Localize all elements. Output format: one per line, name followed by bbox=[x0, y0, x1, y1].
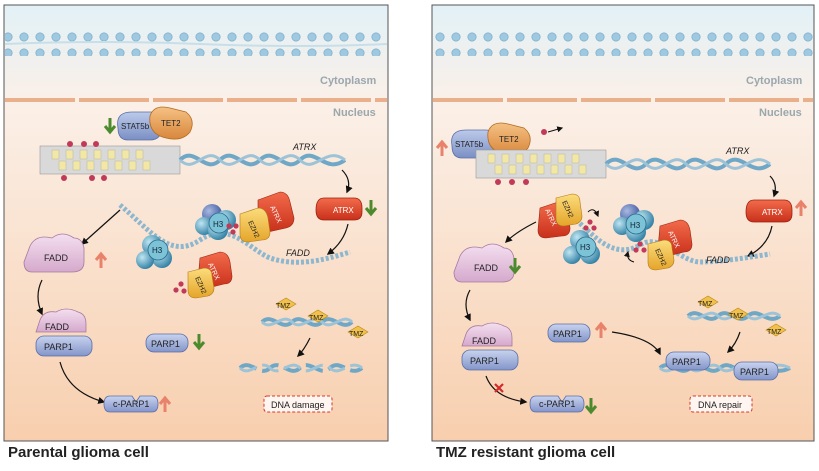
tmz-molecule-3 bbox=[765, 323, 787, 337]
cytoplasm-label: Cytoplasm bbox=[746, 75, 802, 87]
parp1-up-arrow-icon bbox=[594, 321, 608, 338]
outcome-box bbox=[263, 395, 333, 413]
h3-label-1: H3 bbox=[580, 243, 591, 252]
atrx-protein bbox=[315, 197, 363, 221]
atrx-protein-label: ATRX bbox=[762, 208, 783, 217]
fadd-gene-label: FADD bbox=[706, 255, 730, 265]
parp1-protein bbox=[145, 333, 189, 353]
nucleus-label: Nucleus bbox=[759, 107, 802, 119]
membrane-bottom-layer bbox=[433, 46, 813, 56]
stat5b-down-arrow-icon bbox=[103, 118, 117, 135]
blocked-x-icon bbox=[494, 383, 504, 393]
fadd-protein bbox=[23, 233, 85, 273]
fadd-parp1-fadd-label: FADD bbox=[45, 322, 70, 332]
c-parp1-down-arrow-icon bbox=[584, 398, 598, 415]
atrx-protein-label: ATRX bbox=[333, 206, 354, 215]
parp1-down-arrow-icon bbox=[192, 334, 206, 351]
fadd-down-arrow-icon bbox=[508, 258, 522, 275]
fadd-parp1-fadd bbox=[461, 322, 513, 347]
fadd-parp1-fadd bbox=[35, 308, 87, 333]
atrx-gene-label: ATRX bbox=[725, 146, 750, 156]
stat5b-label: STAT5b bbox=[455, 140, 484, 149]
ezh2-complex-2 bbox=[187, 267, 215, 299]
membrane-top-layer bbox=[5, 32, 387, 42]
h3-label-1: H3 bbox=[152, 246, 163, 255]
parp1-protein bbox=[547, 323, 591, 343]
atrx-up-arrow-icon bbox=[794, 199, 808, 216]
nucleus-label: Nucleus bbox=[333, 107, 376, 119]
cytoplasm-label: Cytoplasm bbox=[320, 75, 376, 87]
tmz-molecule-2 bbox=[727, 307, 749, 321]
tmz-molecule-3 bbox=[347, 325, 369, 339]
tmz-molecule-2 bbox=[307, 309, 329, 323]
outcome-label: DNA damage bbox=[271, 400, 325, 410]
parp1-label: PARP1 bbox=[553, 329, 582, 339]
membrane-bottom-layer bbox=[5, 46, 387, 56]
outcome-box bbox=[689, 395, 753, 413]
fadd-up-arrow-icon bbox=[94, 251, 108, 268]
ezh2-complex-2 bbox=[647, 239, 675, 271]
fadd-protein-label: FADD bbox=[44, 253, 69, 263]
fadd-gene-label: FADD bbox=[286, 248, 310, 258]
stat5b-label: STAT5b bbox=[121, 122, 150, 131]
nucleosome-2 bbox=[195, 204, 236, 240]
nucleosome-1 bbox=[136, 235, 172, 269]
repair-parp1-label-2: PARP1 bbox=[740, 367, 769, 377]
atrx-protein bbox=[745, 199, 793, 223]
tmz-label-3: TMZ bbox=[767, 329, 782, 336]
fadd-protein-label: FADD bbox=[474, 263, 499, 273]
fadd-parp1-parp1 bbox=[35, 335, 93, 357]
h3-label-2: H3 bbox=[213, 220, 224, 229]
chromatin-fiber bbox=[563, 208, 771, 265]
tet2-label: TET2 bbox=[161, 119, 181, 128]
fadd-parp1-fadd-label: FADD bbox=[472, 336, 497, 346]
nucleosome-1 bbox=[563, 230, 600, 264]
fadd-parp1-parp1-label: PARP1 bbox=[44, 342, 73, 352]
c-parp1-protein bbox=[529, 395, 585, 413]
tmz-label-3: TMZ bbox=[349, 331, 364, 338]
tet2-label: TET2 bbox=[499, 135, 519, 144]
fadd-protein bbox=[453, 243, 515, 283]
demethylated-dna-segment bbox=[475, 149, 607, 185]
repair-parp1-label-1: PARP1 bbox=[672, 357, 701, 367]
tmz-label-1: TMZ bbox=[698, 301, 713, 308]
atrx-down-arrow-icon bbox=[364, 200, 378, 217]
panel-tmz-resistant: ATRX ATRX H3 H3 ATRX EZH2 ATRX EZH2 bbox=[431, 4, 815, 442]
fadd-parp1-parp1-label: PARP1 bbox=[470, 356, 499, 366]
tet2-protein bbox=[149, 106, 193, 140]
atrx-gene-label: ATRX bbox=[292, 142, 317, 152]
tmz-label-2: TMZ bbox=[309, 315, 324, 322]
repair-parp1-2 bbox=[733, 361, 779, 381]
c-parp1-label: c-PARP1 bbox=[539, 399, 575, 409]
methylated-dna-segment bbox=[39, 141, 181, 181]
chromatin-fiber bbox=[118, 203, 351, 265]
ezh2-complex-1 bbox=[239, 207, 271, 243]
c-parp1-protein bbox=[103, 395, 159, 413]
membrane-top-layer bbox=[433, 32, 813, 42]
outcome-label: DNA repair bbox=[698, 400, 742, 410]
panel-caption-tmz-resistant: TMZ resistant glioma cell bbox=[436, 444, 616, 461]
tmz-label-1: TMZ bbox=[276, 303, 291, 310]
panel-caption-parental: Parental glioma cell bbox=[8, 444, 149, 461]
h3-label-2: H3 bbox=[630, 221, 641, 230]
c-parp1-label: c-PARP1 bbox=[113, 399, 149, 409]
stat5b-up-arrow-icon bbox=[435, 139, 449, 156]
tmz-label-2: TMZ bbox=[729, 313, 744, 320]
tmz-molecule-1 bbox=[275, 297, 297, 311]
panel-parental: ATRX ATRX H3 H3 ATRX EZH2 ATRX EZH2 bbox=[3, 4, 389, 442]
tmz-molecule-1 bbox=[697, 295, 719, 309]
c-parp1-up-arrow-icon bbox=[158, 395, 172, 412]
parp1-label: PARP1 bbox=[151, 339, 180, 349]
nucleosome-2 bbox=[613, 204, 654, 242]
ezh2-complex-1 bbox=[555, 193, 583, 227]
fadd-parp1-parp1 bbox=[461, 349, 519, 371]
repair-parp1-1 bbox=[665, 351, 711, 371]
